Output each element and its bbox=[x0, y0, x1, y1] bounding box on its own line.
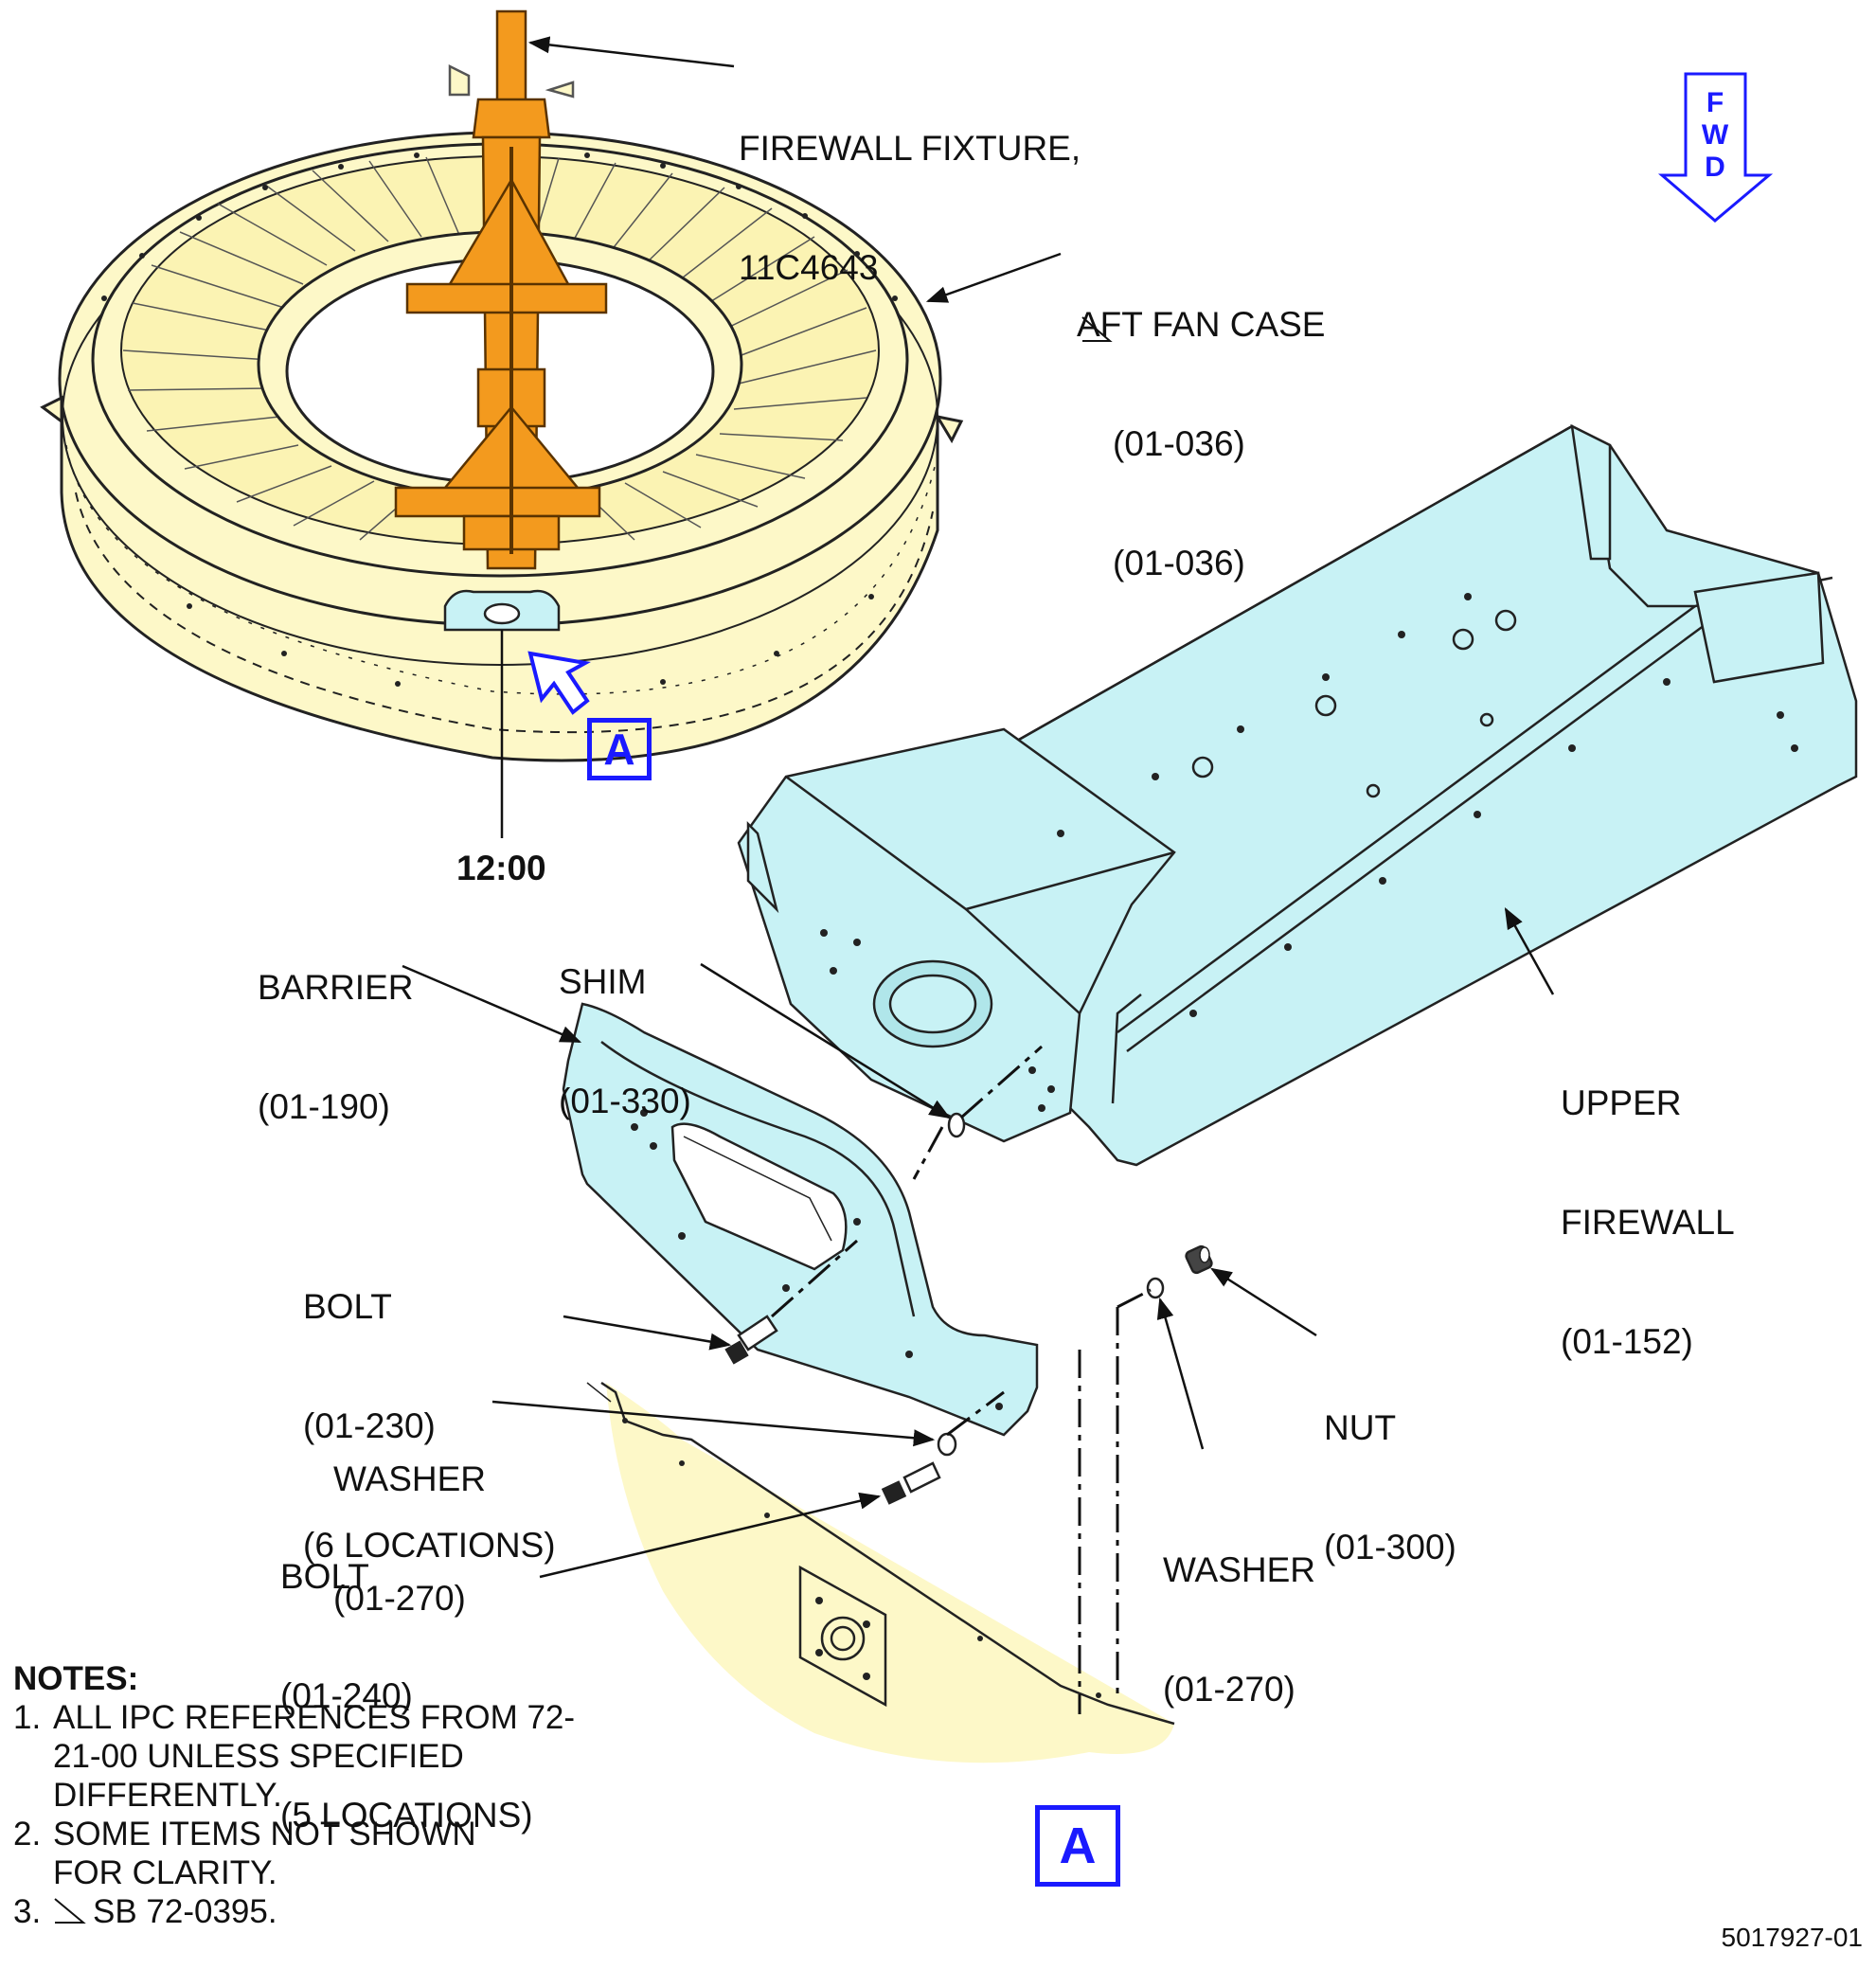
notes-block: NOTES: 1. ALL IPC REFERENCES FROM 72-21-… bbox=[13, 1659, 623, 1931]
note-number: 1. bbox=[13, 1699, 42, 1736]
note-item: 3. SB 72-0395. bbox=[13, 1892, 623, 1931]
upper-firewall-illustration bbox=[737, 423, 1858, 1167]
firewall-holes bbox=[820, 593, 1798, 1112]
aft-fan-case-illustration bbox=[40, 131, 964, 762]
fwd-letter-f: F bbox=[1706, 87, 1724, 118]
callout-upper-firewall: UPPER FIREWALL (01-152) bbox=[1561, 1004, 1735, 1402]
callout-barrier-line2: (01-190) bbox=[258, 1087, 390, 1126]
bolt-230-part bbox=[724, 1315, 778, 1365]
callout-bolt-230-line1: BOLT bbox=[303, 1287, 392, 1326]
fan-case-section-illustration bbox=[586, 1381, 1175, 1763]
callout-aft-fan-case-line2: (01-036) bbox=[1113, 424, 1245, 463]
note-text: SB 72-0395. bbox=[93, 1893, 277, 1930]
callout-washer-left: WASHER (01-270) bbox=[333, 1380, 486, 1658]
callout-firewall-fixture-line2: 11C4643 bbox=[739, 248, 879, 287]
callout-bolt-240-line2: (01-240) bbox=[280, 1676, 413, 1715]
callout-bolt-230: BOLT (01-230) (6 LOCATIONS) bbox=[303, 1208, 556, 1605]
callout-washer-left-line1: WASHER bbox=[333, 1459, 487, 1498]
callout-washer-right-line2: (01-270) bbox=[1163, 1670, 1295, 1709]
view-a-marker-top: A bbox=[587, 718, 652, 780]
washer-right-part bbox=[1146, 1277, 1165, 1299]
fwd-letter-d: D bbox=[1705, 152, 1725, 183]
barrier-holes bbox=[631, 1109, 1003, 1410]
firewall-fixture-illustration bbox=[394, 9, 608, 570]
shim-part bbox=[947, 1112, 966, 1138]
hardware-parts bbox=[724, 1112, 1213, 1505]
fwd-letter-w: W bbox=[1701, 119, 1729, 151]
note-text: SOME ITEMS NOT SHOWN FOR CLARITY. bbox=[53, 1816, 476, 1891]
washer-left-part bbox=[937, 1432, 957, 1457]
callout-washer-right: WASHER (01-270) bbox=[1163, 1471, 1315, 1749]
callout-bolt-240: BOLT (01-240) (5 LOCATIONS) bbox=[280, 1477, 533, 1875]
callout-upper-firewall-line1: UPPER bbox=[1561, 1083, 1682, 1122]
sb-ref-mark-notes bbox=[54, 1898, 86, 1924]
figure-number: 5017927-01 bbox=[1721, 1923, 1863, 1952]
fwd-arrow-icon bbox=[1657, 72, 1774, 223]
note-text: ALL IPC REFERENCES FROM 72-21-00 UNLESS … bbox=[53, 1699, 576, 1814]
note-number: 3. bbox=[13, 1893, 42, 1930]
callout-upper-firewall-line3: (01-152) bbox=[1561, 1322, 1693, 1361]
note-number: 2. bbox=[13, 1816, 42, 1853]
callout-nut-line2: (01-300) bbox=[1324, 1528, 1456, 1566]
callout-shim-line1: SHIM bbox=[559, 962, 647, 1001]
note-item: 1. ALL IPC REFERENCES FROM 72-21-00 UNLE… bbox=[13, 1698, 623, 1815]
callout-firewall-fixture: FIREWALL FIXTURE, 11C4643 bbox=[739, 49, 1081, 328]
nut-part bbox=[1185, 1244, 1213, 1275]
barrier-illustration bbox=[562, 1002, 1039, 1437]
leader-lines bbox=[402, 36, 1555, 1579]
fwd-label: F W D bbox=[1695, 87, 1735, 184]
callout-upper-firewall-line2: FIREWALL bbox=[1561, 1203, 1735, 1242]
callout-barrier-line1: BARRIER bbox=[258, 968, 414, 1007]
bolt-240-part bbox=[881, 1461, 941, 1505]
callout-aft-fan-case: AFT FAN CASE (01-036) (01-036) bbox=[1077, 225, 1326, 623]
clock-position-label: 12:00 bbox=[456, 849, 546, 887]
callout-bolt-240-line1: BOLT bbox=[280, 1557, 369, 1596]
callout-washer-right-line1: WASHER bbox=[1163, 1550, 1316, 1589]
view-a-marker-bottom: A bbox=[1035, 1805, 1120, 1887]
callout-bolt-240-line3: (5 LOCATIONS) bbox=[280, 1796, 533, 1835]
callout-firewall-fixture-line1: FIREWALL FIXTURE, bbox=[739, 129, 1081, 168]
callout-bolt-230-line2: (01-230) bbox=[303, 1406, 436, 1445]
callout-bolt-230-line3: (6 LOCATIONS) bbox=[303, 1526, 556, 1565]
sb-ref-mark bbox=[1081, 316, 1113, 342]
callout-nut: NUT (01-300) bbox=[1324, 1329, 1456, 1607]
flange-bolt-holes bbox=[101, 152, 898, 687]
callout-aft-fan-case-line1: AFT FAN CASE bbox=[1077, 305, 1326, 344]
callout-shim: SHIM (01-330) bbox=[559, 883, 691, 1161]
firewall-fasteners bbox=[1191, 609, 1517, 798]
callout-washer-left-line2: (01-270) bbox=[333, 1579, 466, 1618]
notes-title: NOTES: bbox=[13, 1660, 139, 1697]
callout-aft-fan-case-line3: (01-036) bbox=[1113, 544, 1245, 582]
view-a-direction-arrow bbox=[527, 651, 591, 715]
assembly-centerlines bbox=[771, 1045, 1152, 1714]
callout-nut-line1: NUT bbox=[1324, 1408, 1397, 1447]
callout-barrier: BARRIER (01-190) bbox=[258, 888, 413, 1167]
note-item: 2. SOME ITEMS NOT SHOWN FOR CLARITY. bbox=[13, 1815, 623, 1892]
firewall-mount-clip bbox=[443, 589, 561, 632]
callout-shim-line2: (01-330) bbox=[559, 1082, 691, 1120]
